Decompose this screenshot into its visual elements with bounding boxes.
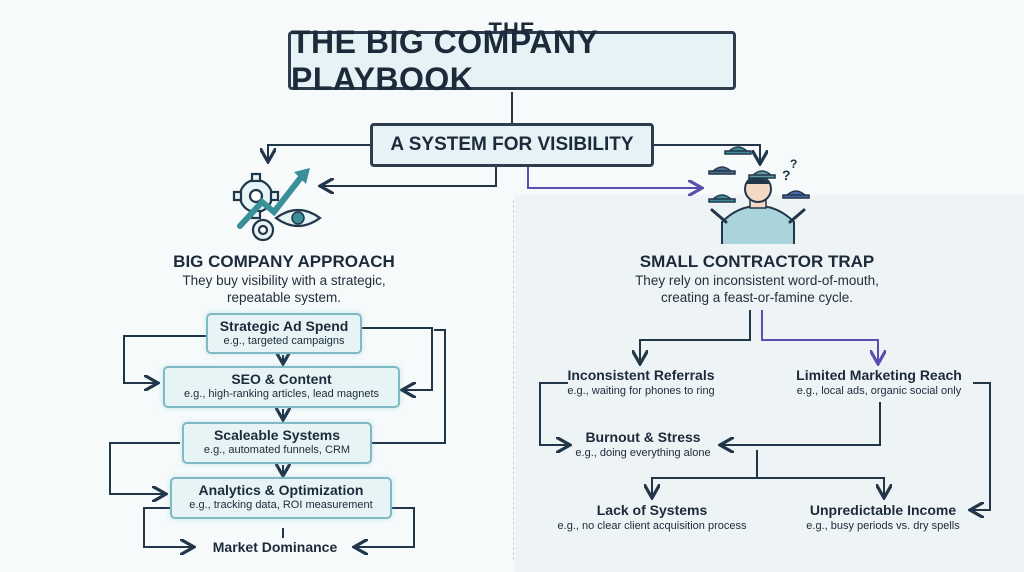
node-lack-of-systems: Lack of Systems e.g., no clear client ac… — [538, 502, 766, 532]
left-description-line-1: They buy visibility with a strategic, — [182, 273, 386, 288]
page-subtitle: A SYSTEM FOR VISIBILITY — [370, 123, 654, 167]
market-dominance-label: Market Dominance — [212, 539, 338, 555]
right-description-line-1: They rely on inconsistent word-of-mouth, — [635, 273, 879, 288]
node-unpredictable-income: Unpredictable Income e.g., busy periods … — [788, 502, 978, 532]
step-name: Scaleable Systems — [213, 427, 341, 443]
confused-person-hats-icon: ? ? — [708, 146, 810, 244]
right-panel-background — [515, 195, 1024, 572]
right-section-title: SMALL CONTRACTOR TRAP — [639, 252, 875, 271]
subtitle-to-left-arrow — [322, 167, 497, 186]
node-example: e.g., waiting for phones to ring — [567, 385, 715, 397]
node-inconsistent-referrals: Inconsistent Referrals e.g., waiting for… — [548, 367, 734, 397]
step-seo-content: SEO & Content e.g., high-ranking article… — [163, 366, 400, 408]
step-scaleable-systems: Scaleable Systems e.g., automated funnel… — [182, 422, 372, 464]
node-burnout-stress: Burnout & Stress e.g., doing everything … — [566, 429, 720, 459]
center-divider — [513, 200, 514, 560]
subtitle-to-left-arrow-top — [268, 144, 370, 160]
step-name: SEO & Content — [231, 371, 332, 387]
right-section-description: They rely on inconsistent word-of-mouth,… — [596, 272, 918, 306]
step-example: e.g., automated funnels, CRM — [203, 444, 351, 456]
step-name: Strategic Ad Spend — [219, 318, 349, 334]
step-example: e.g., high-ranking articles, lead magnet… — [183, 388, 380, 400]
node-name: Lack of Systems — [596, 502, 708, 518]
node-name: Limited Marketing Reach — [796, 367, 962, 383]
left-section-description: They buy visibility with a strategic, re… — [130, 272, 438, 306]
left-description-line-2: repeatable system. — [226, 290, 342, 305]
subtitle-to-right-arrow — [527, 167, 700, 188]
step-name: Analytics & Optimization — [198, 482, 364, 498]
svg-text:?: ? — [790, 157, 797, 171]
svg-text:?: ? — [782, 167, 791, 183]
step-example: e.g., targeted campaigns — [223, 335, 345, 347]
step-analytics-optimization: Analytics & Optimization e.g., tracking … — [170, 477, 392, 519]
node-limited-marketing-reach: Limited Marketing Reach e.g., local ads,… — [776, 367, 982, 397]
node-example: e.g., busy periods vs. dry spells — [806, 520, 960, 532]
left-section-title: BIG COMPANY APPROACH — [173, 252, 395, 271]
node-example: e.g., local ads, organic social only — [796, 385, 962, 397]
node-name: Inconsistent Referrals — [567, 367, 715, 383]
node-name: Burnout & Stress — [585, 429, 701, 445]
node-example: e.g., no clear client acquisition proces… — [557, 520, 747, 532]
page-title: THE BIG COMPANY PLAYBOOK — [288, 24, 736, 97]
gear-growth-eye-icon — [232, 168, 322, 242]
node-example: e.g., doing everything alone — [575, 447, 711, 459]
right-description-line-2: creating a feast-or-famine cycle. — [660, 290, 854, 305]
step-strategic-ad-spend: Strategic Ad Spend e.g., targeted campai… — [206, 313, 362, 354]
node-name: Unpredictable Income — [809, 502, 957, 518]
subtitle-to-right-arrow-top — [654, 144, 760, 162]
step-example: e.g., tracking data, ROI measurement — [189, 499, 373, 511]
